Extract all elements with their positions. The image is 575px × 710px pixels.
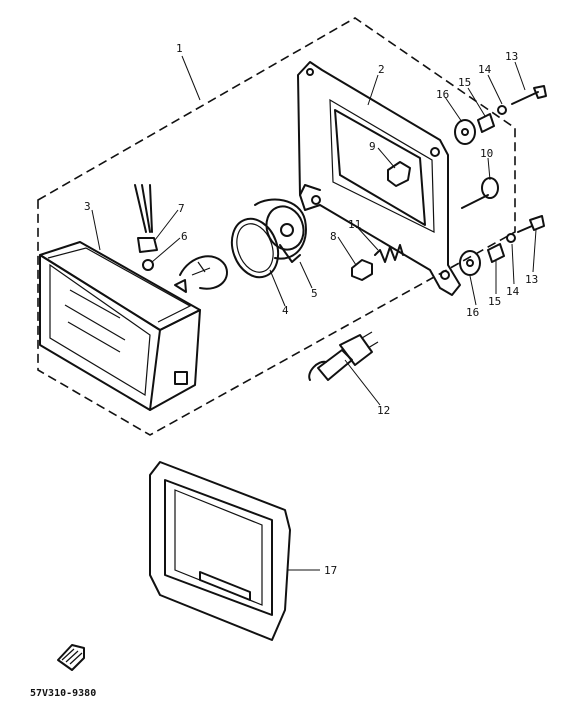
hardware-lower	[459, 215, 545, 276]
nut-9	[387, 161, 411, 187]
front-direction-arrow-icon	[57, 644, 85, 671]
callout-15-lower: 15	[488, 295, 501, 308]
rim-ring-4	[230, 217, 280, 279]
callout-12: 12	[377, 404, 390, 417]
callout-2: 2	[378, 63, 385, 76]
headlight-case-5	[254, 198, 307, 263]
assembly-outline	[37, 17, 516, 436]
callout-11: 11	[348, 218, 361, 231]
callout-3: 3	[84, 200, 91, 213]
callout-15-upper: 15	[458, 76, 471, 89]
spring-11	[374, 244, 404, 263]
callout-14-lower: 14	[506, 285, 520, 298]
callout-1: 1	[176, 42, 183, 55]
callout-16-lower: 16	[466, 306, 479, 319]
hardware-upper	[454, 85, 547, 145]
callout-13-upper: 13	[505, 50, 518, 63]
headlight-cover-17	[149, 461, 291, 641]
callout-13-lower: 13	[525, 273, 538, 286]
callout-9: 9	[369, 140, 376, 153]
socket-clip	[174, 255, 228, 293]
callout-16-upper: 16	[436, 88, 449, 101]
nut-8	[351, 259, 373, 281]
headlight-unit	[39, 241, 201, 411]
screw-7	[134, 184, 158, 253]
callout-17: 17	[324, 564, 337, 577]
callout-14-upper: 14	[478, 63, 492, 76]
callout-10: 10	[480, 147, 493, 160]
callout-6: 6	[181, 230, 188, 243]
callout-5: 5	[311, 287, 318, 300]
callout-7: 7	[178, 202, 185, 215]
diagram-code: 57V310-9380	[30, 688, 96, 699]
bracket-2	[297, 61, 461, 296]
callout-8: 8	[330, 230, 337, 243]
adjust-screw-10	[461, 177, 499, 209]
callout-4: 4	[282, 304, 289, 317]
spring-6	[142, 259, 154, 271]
bulb-12	[308, 331, 379, 381]
